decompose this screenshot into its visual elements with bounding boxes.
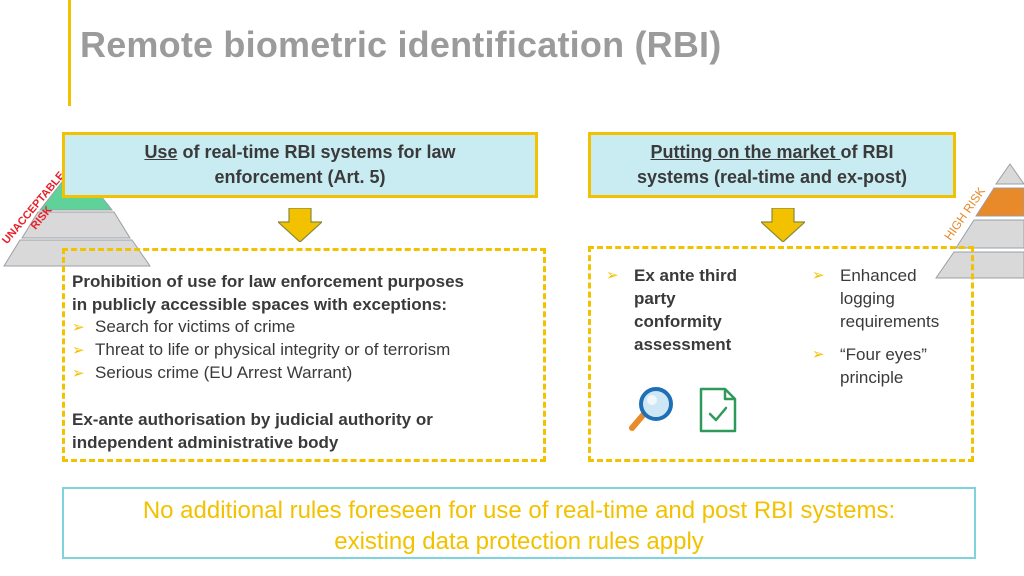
right-col2-line: requirements	[840, 312, 940, 331]
page-title: Remote biometric identification (RBI)	[80, 24, 722, 65]
footer-line2: existing data protection rules apply	[334, 528, 704, 555]
chevron-bullet-icon: ➢	[606, 267, 619, 284]
right-col1-text: Ex ante third party conformity assessmen…	[634, 264, 737, 356]
document-check-icon	[699, 387, 737, 433]
left-header-underlined: Use	[144, 142, 178, 162]
left-intro-line2: in publicly accessible spaces with excep…	[72, 295, 448, 314]
left-bullet-item: ➢ Threat to life or physical integrity or…	[72, 338, 450, 362]
right-col2-line: Enhanced	[840, 266, 917, 285]
left-footer-line2: independent administrative body	[72, 433, 339, 452]
right-col2-item2: “Four eyes” principle	[840, 343, 927, 389]
left-footer-text: Ex-ante authorisation by judicial author…	[72, 408, 433, 454]
left-bullet-text: Threat to life or physical integrity or …	[95, 340, 451, 359]
left-down-arrow-icon	[278, 208, 322, 242]
right-col2-line: principle	[840, 368, 904, 387]
right-content-box	[588, 246, 974, 462]
chevron-bullet-icon: ➢	[72, 365, 85, 382]
right-header-box: Putting on the market of RBI systems (re…	[588, 132, 956, 198]
left-bullet-text: Search for victims of crime	[95, 317, 296, 336]
right-header-line1: of RBI	[840, 142, 894, 162]
chevron-bullet-icon: ➢	[72, 342, 85, 359]
right-down-arrow-icon	[761, 208, 805, 242]
right-header-underlined: Putting on the market	[650, 142, 841, 162]
left-header-line1: of real-time RBI systems for law	[177, 142, 456, 162]
right-col1-line: conformity	[634, 312, 722, 331]
footer-line1: No additional rules foreseen for use of …	[142, 497, 896, 524]
title-accent-bar	[68, 0, 71, 106]
right-col1-line: Ex ante third	[634, 266, 737, 285]
unacceptable-risk-label: UNACCEPTABLE RISK	[0, 170, 67, 247]
left-bullet-text: Serious crime (EU Arrest Warrant)	[95, 363, 353, 382]
right-col2-item1: Enhanced logging requirements	[840, 264, 939, 333]
chevron-bullet-icon: ➢	[72, 319, 85, 336]
magnifier-icon	[629, 387, 673, 431]
left-bullet-item: ➢ Search for victims of crime	[72, 315, 295, 339]
left-header-box: Use of real-time RBI systems for law enf…	[62, 132, 538, 198]
chevron-bullet-icon: ➢	[812, 267, 825, 284]
right-col2-line: “Four eyes”	[840, 345, 927, 364]
right-col2-line: logging	[840, 289, 895, 308]
unacceptable-label-line1: UNACCEPTABLE	[0, 170, 67, 247]
left-footer-line1: Ex-ante authorisation by judicial author…	[72, 410, 433, 429]
right-col1-line: assessment	[634, 335, 732, 354]
left-intro-line1: Prohibition of use for law enforcement p…	[72, 272, 464, 291]
footer-note-box: No additional rules foreseen for use of …	[62, 487, 976, 559]
right-header-line2: systems (real-time and ex-post)	[636, 167, 908, 187]
right-col1-line: party	[634, 289, 676, 308]
chevron-bullet-icon: ➢	[812, 346, 825, 363]
left-intro: Prohibition of use for law enforcement p…	[72, 270, 464, 316]
left-header-line2: enforcement (Art. 5)	[214, 167, 386, 187]
left-bullet-item: ➢ Serious crime (EU Arrest Warrant)	[72, 361, 352, 385]
left-content-box	[62, 248, 546, 462]
high-risk-pyramid-icon	[935, 163, 1024, 279]
